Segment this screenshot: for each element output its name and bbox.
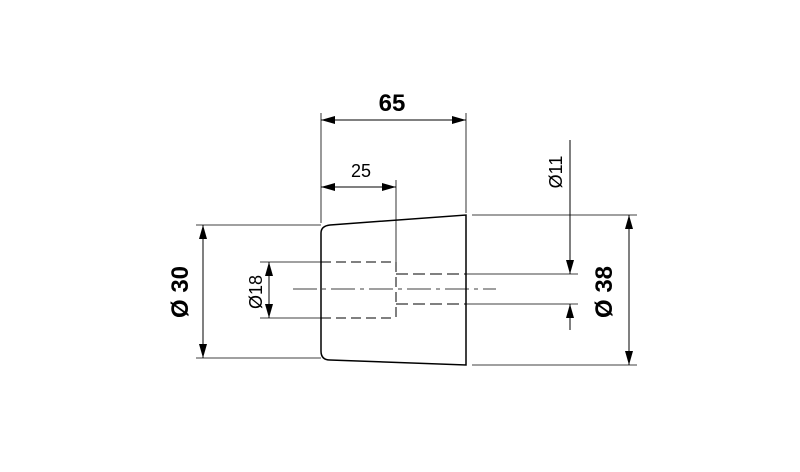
dim-hole-diameter: Ø11: [466, 140, 578, 330]
overall-length-label: 65: [379, 90, 406, 117]
dim-large-diameter: Ø 38: [472, 214, 637, 366]
dim-small-diameter: Ø 30: [167, 224, 321, 359]
bore-diameter-label: Ø18: [246, 275, 266, 309]
dim-bore-depth: 25: [321, 161, 397, 262]
bore-depth-label: 25: [351, 161, 371, 181]
dim-bore-diameter: Ø18: [246, 261, 321, 319]
bore-hidden-lines: [321, 261, 397, 319]
part-outline: [320, 214, 467, 366]
dim-overall-length: 65: [320, 90, 467, 223]
small-diameter-label: Ø 30: [167, 266, 194, 318]
hole-hidden-lines: [396, 273, 466, 305]
large-diameter-label: Ø 38: [591, 266, 618, 318]
hole-diameter-label: Ø11: [546, 156, 566, 189]
